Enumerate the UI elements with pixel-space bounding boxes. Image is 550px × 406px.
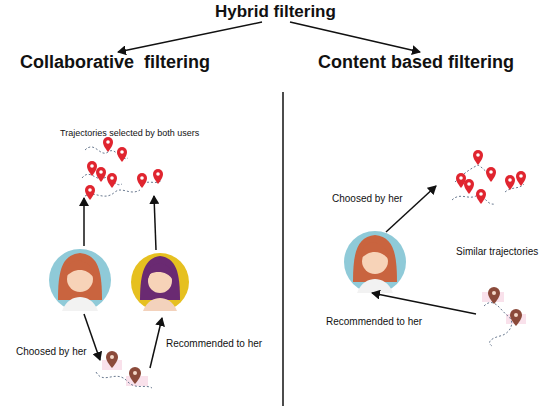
branch-arrow [118, 22, 262, 52]
location-pin [87, 161, 97, 176]
pin-group [85, 137, 163, 200]
section-heading: Content based filtering [318, 52, 514, 73]
divider-line [282, 92, 284, 406]
flow-arrow [150, 318, 162, 368]
flow-arrow [386, 186, 436, 232]
location-pin [106, 351, 118, 368]
trajectory [96, 351, 152, 388]
user-avatar [49, 249, 111, 311]
location-pin [464, 179, 474, 194]
location-pin [103, 137, 113, 152]
trajectory-cluster [452, 165, 524, 204]
location-pin [516, 171, 526, 186]
section-heading: Collaborative filtering [20, 52, 210, 73]
trajectory-path [452, 195, 495, 204]
branch-arrow [290, 22, 420, 52]
location-pin [137, 173, 147, 188]
user-avatar [131, 253, 189, 311]
location-pin [486, 167, 496, 182]
note-label: Similar trajectories [456, 246, 538, 258]
location-pin [488, 287, 500, 304]
note-label: Trajectories selected by both users [60, 128, 199, 138]
location-pin [153, 169, 163, 184]
trajectory [482, 287, 526, 346]
location-pin [473, 150, 483, 165]
location-pin [107, 173, 117, 188]
location-pin [96, 167, 106, 182]
user-avatar [344, 231, 406, 293]
location-pin [510, 309, 522, 326]
arrow-label: Choosed by her [16, 346, 87, 358]
location-pin [476, 189, 486, 204]
location-pin [85, 185, 95, 200]
diagram-title: Hybrid filtering [215, 2, 336, 22]
location-pin [117, 147, 127, 162]
arrow-label: Recommended to her [326, 316, 422, 328]
flow-arrow [372, 293, 476, 314]
arrow-label: Recommended to her [166, 338, 262, 350]
location-pin [129, 367, 141, 384]
flow-arrow [83, 198, 85, 246]
arrow-label: Choosed by her [332, 193, 403, 205]
location-pin [505, 175, 515, 190]
flow-arrow [154, 196, 156, 250]
pin-group [456, 150, 526, 204]
